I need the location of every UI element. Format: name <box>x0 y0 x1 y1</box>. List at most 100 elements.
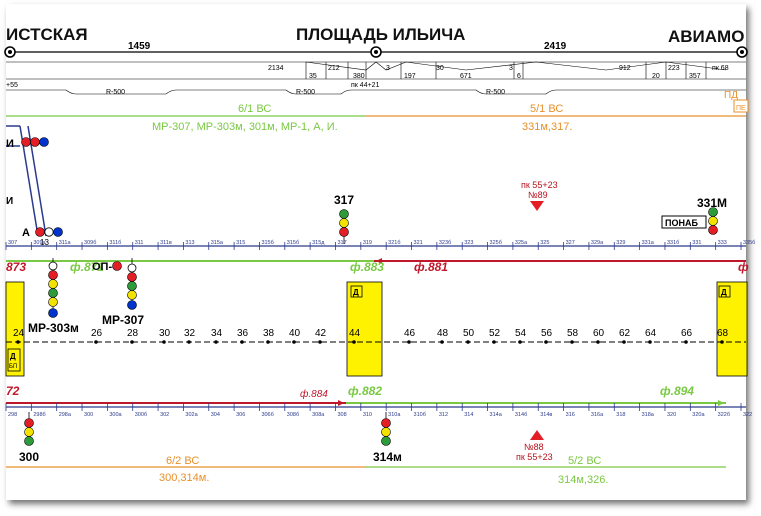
switch-dot <box>622 340 626 344</box>
station-center: ПЛОЩАДЬ ИЛЬИЧА <box>296 25 465 44</box>
feeder-72: 72 <box>6 384 20 398</box>
label-13: 13 <box>40 238 49 247</box>
profile-r500-1: R-500 <box>106 89 125 96</box>
upper-block-label: 309б <box>84 240 96 246</box>
switch-dot <box>266 340 270 344</box>
station-circle-center <box>370 46 382 58</box>
profile-value: 671 <box>460 73 472 80</box>
profile-grid <box>6 61 746 95</box>
feeder-884: ф.884 <box>300 388 328 400</box>
upper-block-label: 329 <box>616 240 625 246</box>
signal-a-label: А <box>22 227 30 239</box>
switch-dot <box>16 340 20 344</box>
upper-block-label: 327 <box>566 240 575 246</box>
upper-block-label: 323 <box>464 240 473 246</box>
profile-r500-2: R-500 <box>296 89 315 96</box>
upper-block-label: 315б <box>287 240 299 246</box>
profile-value: 6 <box>517 73 521 80</box>
switch-number: 56 <box>541 328 553 339</box>
switch-number: 62 <box>619 328 631 339</box>
signal-314m-lamps <box>381 412 391 446</box>
upper-block-label: 331а <box>642 240 655 246</box>
lower-feeder-arrow-1 <box>338 400 344 406</box>
lower-block-label: 310 <box>363 412 372 418</box>
upper-block-label: 315 <box>236 240 245 246</box>
lower-block-label: 308 <box>337 412 346 418</box>
upper-block-label: 323б <box>439 240 451 246</box>
switch-dot <box>292 340 296 344</box>
signal-op-lamp <box>112 261 122 271</box>
marker-lower-triangle <box>530 430 544 440</box>
switch-dot <box>684 340 688 344</box>
switch-dot <box>648 340 652 344</box>
lower-block-label: 314а <box>490 412 503 418</box>
platform-d-right: Д <box>721 288 727 297</box>
switch-number: 50 <box>463 328 475 339</box>
switch-dot <box>518 340 522 344</box>
switch-dot <box>570 340 574 344</box>
switch-number: 34 <box>211 328 223 339</box>
profile-value: 223 <box>668 65 680 72</box>
switch-dot <box>240 340 244 344</box>
feeder-882: ф.882 <box>348 384 382 398</box>
profile-value: 30 <box>436 65 444 72</box>
marker-lower-pk: пк 55+23 <box>516 452 553 462</box>
lower-block-label: 316 <box>566 412 575 418</box>
switch-dot <box>352 340 356 344</box>
lower-block-label: 322б <box>718 412 730 418</box>
switch-number: 40 <box>289 328 301 339</box>
profile-r500-3: R-500 <box>486 89 505 96</box>
lower-block-label: 300 <box>84 412 93 418</box>
lower-block-label: 298а <box>59 412 72 418</box>
profile-value: 35 <box>309 73 317 80</box>
pe-box <box>733 99 749 113</box>
switch-dot <box>130 340 134 344</box>
station-circle-right <box>736 46 748 58</box>
switch-dot <box>94 340 98 344</box>
zone-lower-left-title: 6/2 ВС <box>166 455 199 467</box>
switch-number: 60 <box>593 328 605 339</box>
switch-number: 64 <box>645 328 657 339</box>
profile-value: 3 <box>386 65 390 72</box>
switch-number: 52 <box>489 328 501 339</box>
marker-upper-pk: пк 55+23 <box>521 180 558 190</box>
switch-number: 58 <box>567 328 579 339</box>
lower-block-label: 316а <box>591 412 604 418</box>
lower-block-label: 304 <box>211 412 220 418</box>
signal-mr303-label: МР-303м <box>28 321 79 335</box>
switch-number: 28 <box>127 328 139 339</box>
lower-block-label: 310б <box>414 412 426 418</box>
switch-dot <box>596 340 600 344</box>
switch-number: 54 <box>515 328 527 339</box>
lower-block-label: 300а <box>109 412 122 418</box>
upper-block-label: 311в <box>160 240 172 246</box>
switch-number: 46 <box>404 328 416 339</box>
platform-d-box-right <box>718 285 731 298</box>
feeder-873: 873 <box>6 260 26 274</box>
switch-dot <box>214 340 218 344</box>
lower-block-label: 308а <box>312 412 325 418</box>
upper-block-label: 309а <box>33 240 46 246</box>
switch-number: 66 <box>681 328 693 339</box>
signal-mr307-label: МР-307 <box>102 313 144 327</box>
upper-block-label: 315д <box>312 240 325 246</box>
lower-block-label: 300б <box>135 412 147 418</box>
marker-upper-triangle <box>530 201 544 211</box>
signal-317-lamps <box>339 209 349 244</box>
lower-block-label: 314 <box>464 412 473 418</box>
upper-block-label: 311б <box>109 240 121 246</box>
upper-block-label: 311 <box>135 240 144 246</box>
lower-block-label: 306 <box>236 412 245 418</box>
signal-300-label: 300 <box>19 450 39 464</box>
switch-number: 36 <box>237 328 249 339</box>
signal-314m-label: 314м <box>373 450 402 464</box>
switch-dot <box>466 340 470 344</box>
lower-block-label: 308б <box>287 412 299 418</box>
upper-block-label: 331б <box>667 240 679 246</box>
feeder-881: ф.881 <box>414 260 448 274</box>
feeder-right: ф <box>738 260 749 274</box>
switch-number: 44 <box>349 328 361 339</box>
